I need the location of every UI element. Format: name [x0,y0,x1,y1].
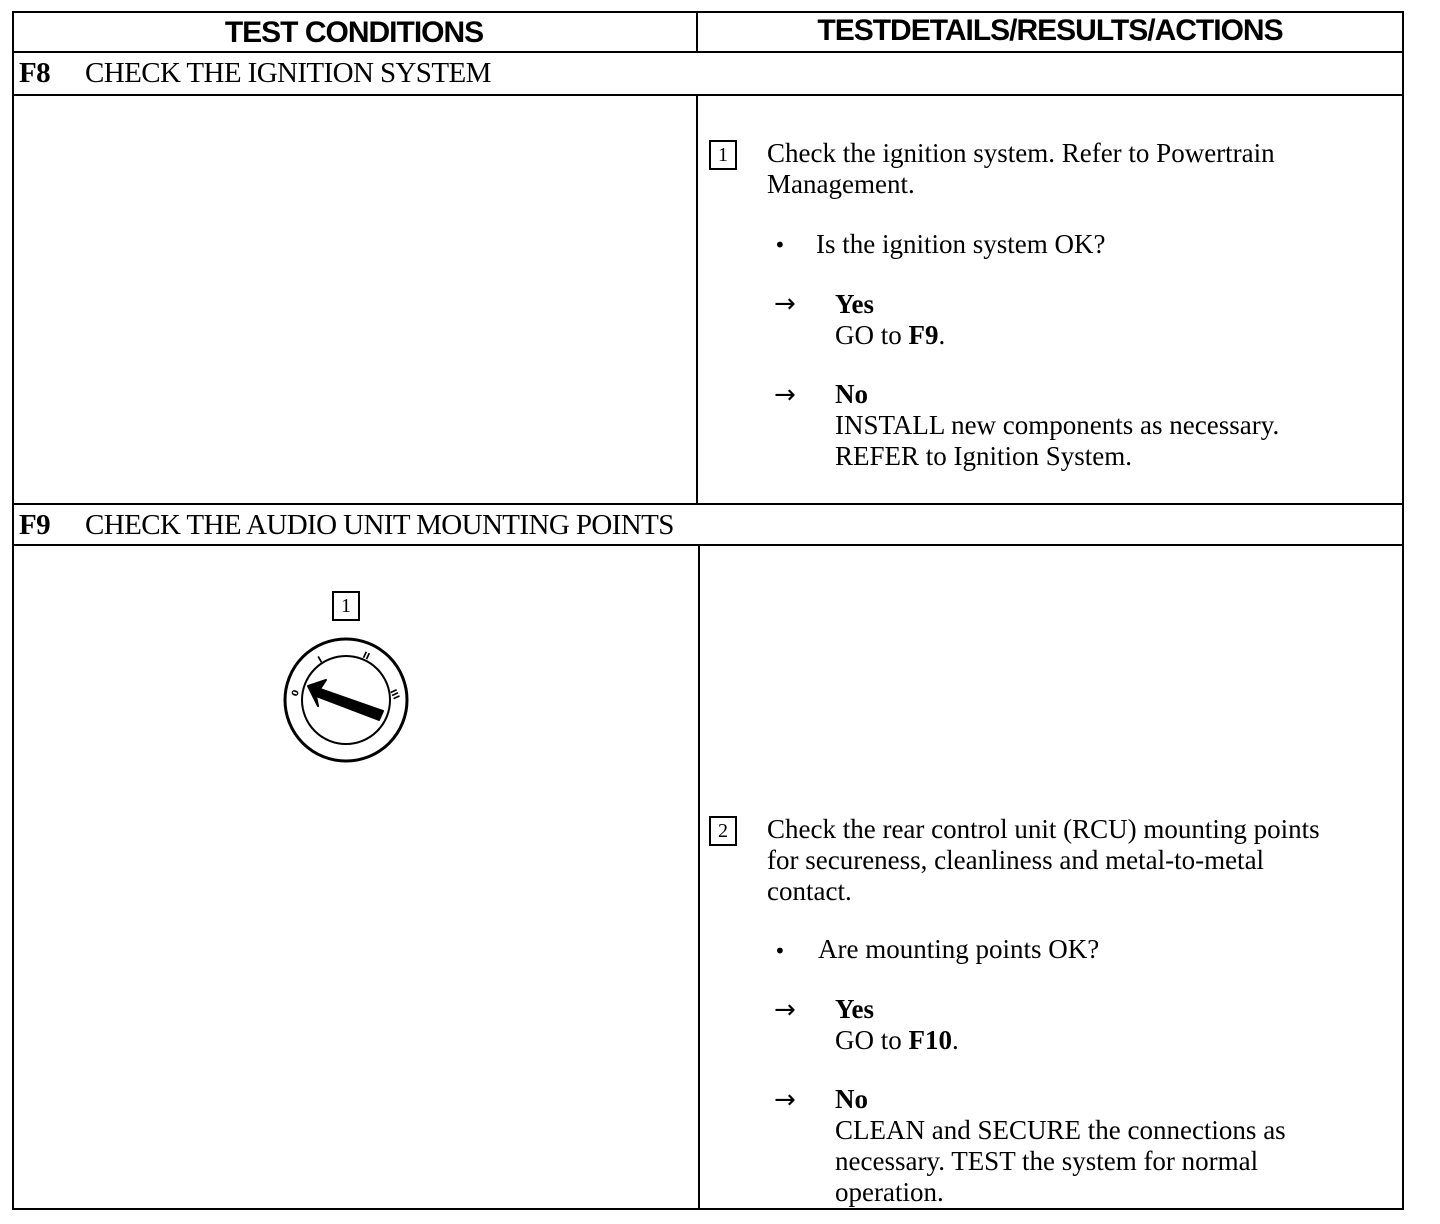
section-code-f8: F8 [19,57,51,89]
column-divider-header [696,11,698,53]
step-text-line: Check the ignition system. Refer to Powe… [767,138,1275,168]
step-text-line: Management. [767,169,915,199]
step-text-line: for secureness, cleanliness and metal-to… [767,845,1265,875]
ignition-switch-icon: 0 I II III [283,637,409,763]
step-instruction: Check the ignition system. Refer to Powe… [767,138,1275,200]
no-label: No [835,379,868,409]
position-marker-1: I [317,655,325,665]
divider-header [12,51,1404,53]
divider-f8-title [12,94,1404,96]
no-label: No [835,1084,868,1114]
step-question: Is the ignition system OK? [816,229,1106,259]
yes-action: GO to F9. [835,320,945,351]
header-test-details: TESTDETAILS/RESULTS/ACTIONS [817,14,1283,47]
position-marker-3: III [387,688,400,701]
arrow-right-icon: → [774,289,796,319]
yes-result: Yes GO to F10. [835,994,959,1056]
step-number-box: 1 [709,140,737,170]
table-border-bottom [12,1208,1404,1210]
arrow-right-icon: → [774,380,796,410]
yes-action-end: . [952,1025,959,1055]
yes-action-ref: F9 [908,320,939,350]
table-border-top [12,11,1404,13]
step-question: Are mounting points OK? [818,934,1100,964]
no-action-line: operation. [835,1177,944,1207]
table-border-left [12,11,14,1210]
position-marker-0: 0 [290,689,302,698]
diagnostic-table: TEST CONDITIONS TESTDETAILS/RESULTS/ACTI… [12,11,1404,1210]
no-result: No INSTALL new components as necessary. … [835,379,1279,472]
arrow-right-icon: → [774,995,796,1025]
section-heading-f8: CHECK THE IGNITION SYSTEM [85,57,491,89]
section-title-f9: F9 CHECK THE AUDIO UNIT MOUNTING POINTS [19,509,674,542]
step-number-box: 2 [709,816,737,846]
section-title-f8: F8 CHECK THE IGNITION SYSTEM [19,57,491,90]
section-heading-f9: CHECK THE AUDIO UNIT MOUNTING POINTS [85,509,674,541]
header-test-conditions: TEST CONDITIONS [224,16,484,49]
yes-action-ref: F10 [908,1025,953,1055]
yes-action-text: GO to [835,1025,909,1055]
no-action-line: INSTALL new components as necessary. [835,410,1280,440]
yes-action-end: . [938,320,946,350]
divider-f9-start [12,503,1404,505]
figure-callout-box: 1 [332,591,360,621]
yes-action: GO to F10. [835,1025,959,1056]
bullet-icon: • [774,939,786,963]
yes-label: Yes [835,289,874,319]
no-action-line: necessary. TEST the system for normal [835,1146,1259,1176]
step-text-line: Check the rear control unit (RCU) mounti… [767,814,1320,844]
position-marker-2: II [361,651,371,663]
bullet-icon: • [774,233,786,257]
step-instruction: Check the rear control unit (RCU) mounti… [767,814,1320,907]
divider-f9-title [12,544,1404,546]
yes-action-text: GO to [835,320,909,350]
column-divider-f8 [696,94,698,505]
column-divider-f9 [698,544,700,1210]
step-text-line: contact. [767,876,852,906]
section-code-f9: F9 [19,509,51,541]
yes-label: Yes [835,994,874,1024]
no-action-line: CLEAN and SECURE the connections as [835,1115,1286,1145]
table-border-right [1402,11,1404,1210]
arrow-right-icon: → [774,1085,796,1115]
yes-result: Yes GO to F9. [835,289,945,351]
no-result: No CLEAN and SECURE the connections as n… [835,1084,1286,1208]
no-action-line: REFER to Ignition System. [835,441,1133,471]
